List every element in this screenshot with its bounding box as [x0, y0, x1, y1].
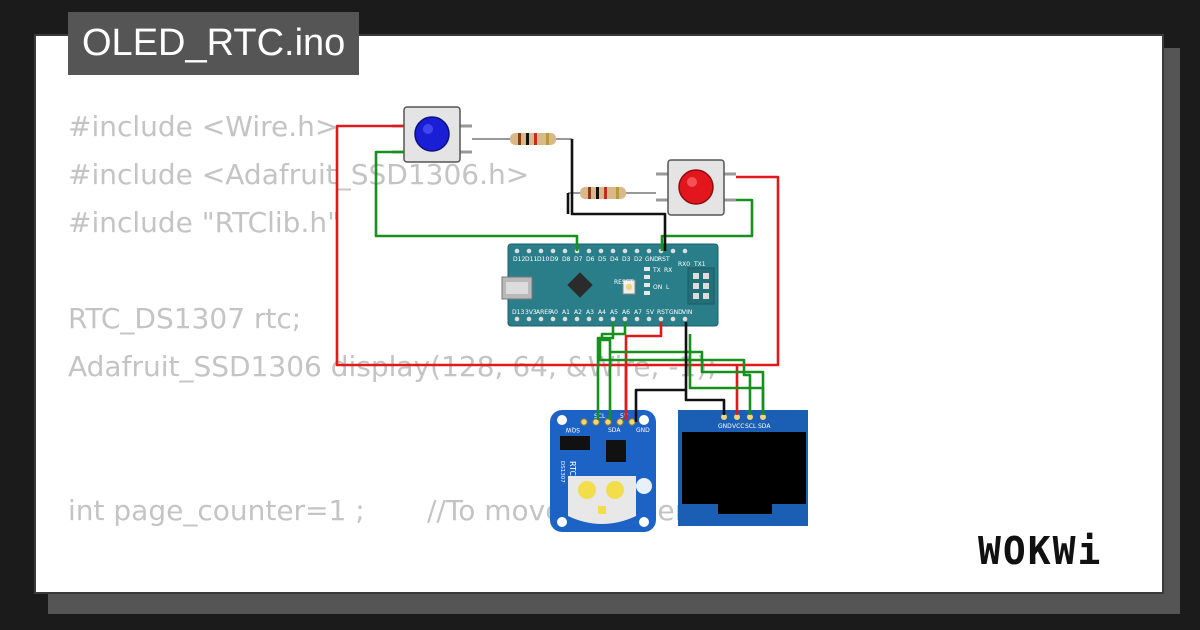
- pin-label: D5: [598, 256, 607, 263]
- code-line: #include <Wire.h>: [68, 110, 339, 143]
- rtc-pin-label: SCL: [594, 413, 606, 420]
- blue-pushbutton[interactable]: [392, 106, 472, 163]
- pin-label: D2: [634, 256, 643, 263]
- pin-label: D12: [513, 256, 525, 263]
- code-line: RTC_DS1307 rtc;: [68, 302, 302, 335]
- arduino-top-pin-labels: D12 D11 D10 D9 D8 D7 D6 D5 D4 D3 D2 GND …: [513, 256, 706, 268]
- pin-label: RX0: [678, 261, 690, 268]
- led-label: RX: [664, 267, 672, 274]
- pin-label: A1: [562, 309, 570, 316]
- arduino-nano[interactable]: D12 D11 D10 D9 D8 D7 D6 D5 D4 D3 D2 GND …: [501, 243, 719, 327]
- pin-label: A2: [574, 309, 582, 316]
- led-label: L: [666, 284, 670, 291]
- oled-pin-label: SCL: [745, 423, 757, 430]
- resistor-top[interactable]: [472, 133, 572, 145]
- wokwi-logo-text: WOKWi: [978, 529, 1102, 573]
- oled-pin-label: VCC: [732, 423, 744, 430]
- pin-label: D7: [574, 256, 583, 263]
- pin-label: D6: [586, 256, 595, 263]
- pin-label: RST: [657, 309, 669, 316]
- code-line: #include <Adafruit_SSD1306.h>: [68, 158, 530, 191]
- pin-label: RST: [658, 256, 670, 263]
- mcu-chip: [567, 272, 593, 298]
- oled-screen: [682, 432, 806, 504]
- pin-label: D11: [525, 256, 537, 263]
- resistor-bottom[interactable]: [568, 187, 656, 199]
- wokwi-logo[interactable]: WOKWi: [976, 522, 1148, 574]
- code-line: #include "RTClib.h": [68, 206, 340, 239]
- arduino-bottom-pins: [514, 316, 688, 322]
- pin-label: GND: [645, 256, 659, 263]
- oled-pin-label: GND: [718, 423, 732, 430]
- pin-label: A7: [634, 309, 642, 316]
- led-label: TX: [652, 267, 661, 274]
- pin-label: GND: [669, 309, 683, 316]
- reset-label: RESET: [614, 279, 634, 286]
- pin-label: D8: [562, 256, 571, 263]
- project-title[interactable]: OLED_RTC.ino: [68, 12, 360, 75]
- pin-label: A5: [610, 309, 618, 316]
- icsp-header: [687, 267, 715, 305]
- oled-ssd1306-module[interactable]: GND VCC SCL SDA: [678, 410, 808, 526]
- rtc-pin-label: SQW: [565, 426, 580, 433]
- oled-pin-label: SDA: [758, 423, 771, 430]
- pin-label: AREF: [536, 309, 552, 316]
- rtc-pin-label: 5V: [620, 413, 629, 420]
- rtc-title: RTC: [568, 461, 577, 476]
- usb-port: [501, 276, 533, 300]
- pin-label: D4: [610, 256, 619, 263]
- pin-label: A0: [550, 309, 558, 316]
- arduino-bottom-pin-labels: D13 3V3 AREF A0 A1 A2 A3 A4 A5 A6 A7 5V …: [512, 309, 692, 316]
- pin-label: A3: [586, 309, 594, 316]
- rtc-model: DS1307: [559, 461, 565, 483]
- rtc-pin-label: SDA: [608, 427, 621, 434]
- rtc-pin-label: GND: [636, 427, 650, 434]
- pin-label: A6: [622, 309, 630, 316]
- pin-label: D10: [537, 256, 549, 263]
- red-pushbutton[interactable]: [656, 159, 736, 216]
- rtc-ds1307-module[interactable]: SQW SCL SDA 5V GND RTC DS1307: [550, 410, 656, 532]
- pin-label: D3: [622, 256, 631, 263]
- led-label: ON: [653, 284, 662, 291]
- pin-label: D9: [550, 256, 559, 263]
- star-icon: [636, 478, 652, 494]
- reset-button[interactable]: [622, 279, 636, 295]
- pin-label: D13: [512, 309, 524, 316]
- pin-label: A4: [598, 309, 606, 316]
- pin-label: 5V: [646, 309, 655, 316]
- pin-label: 3V3: [525, 309, 537, 316]
- status-leds: TX RX ON L RESET: [614, 267, 672, 295]
- pin-label: VIN: [682, 309, 692, 316]
- code-line: Adafruit_SSD1306 display(128, 64, &Wire,…: [68, 350, 717, 383]
- pin-label: TX1: [693, 261, 706, 268]
- wires: [335, 124, 780, 422]
